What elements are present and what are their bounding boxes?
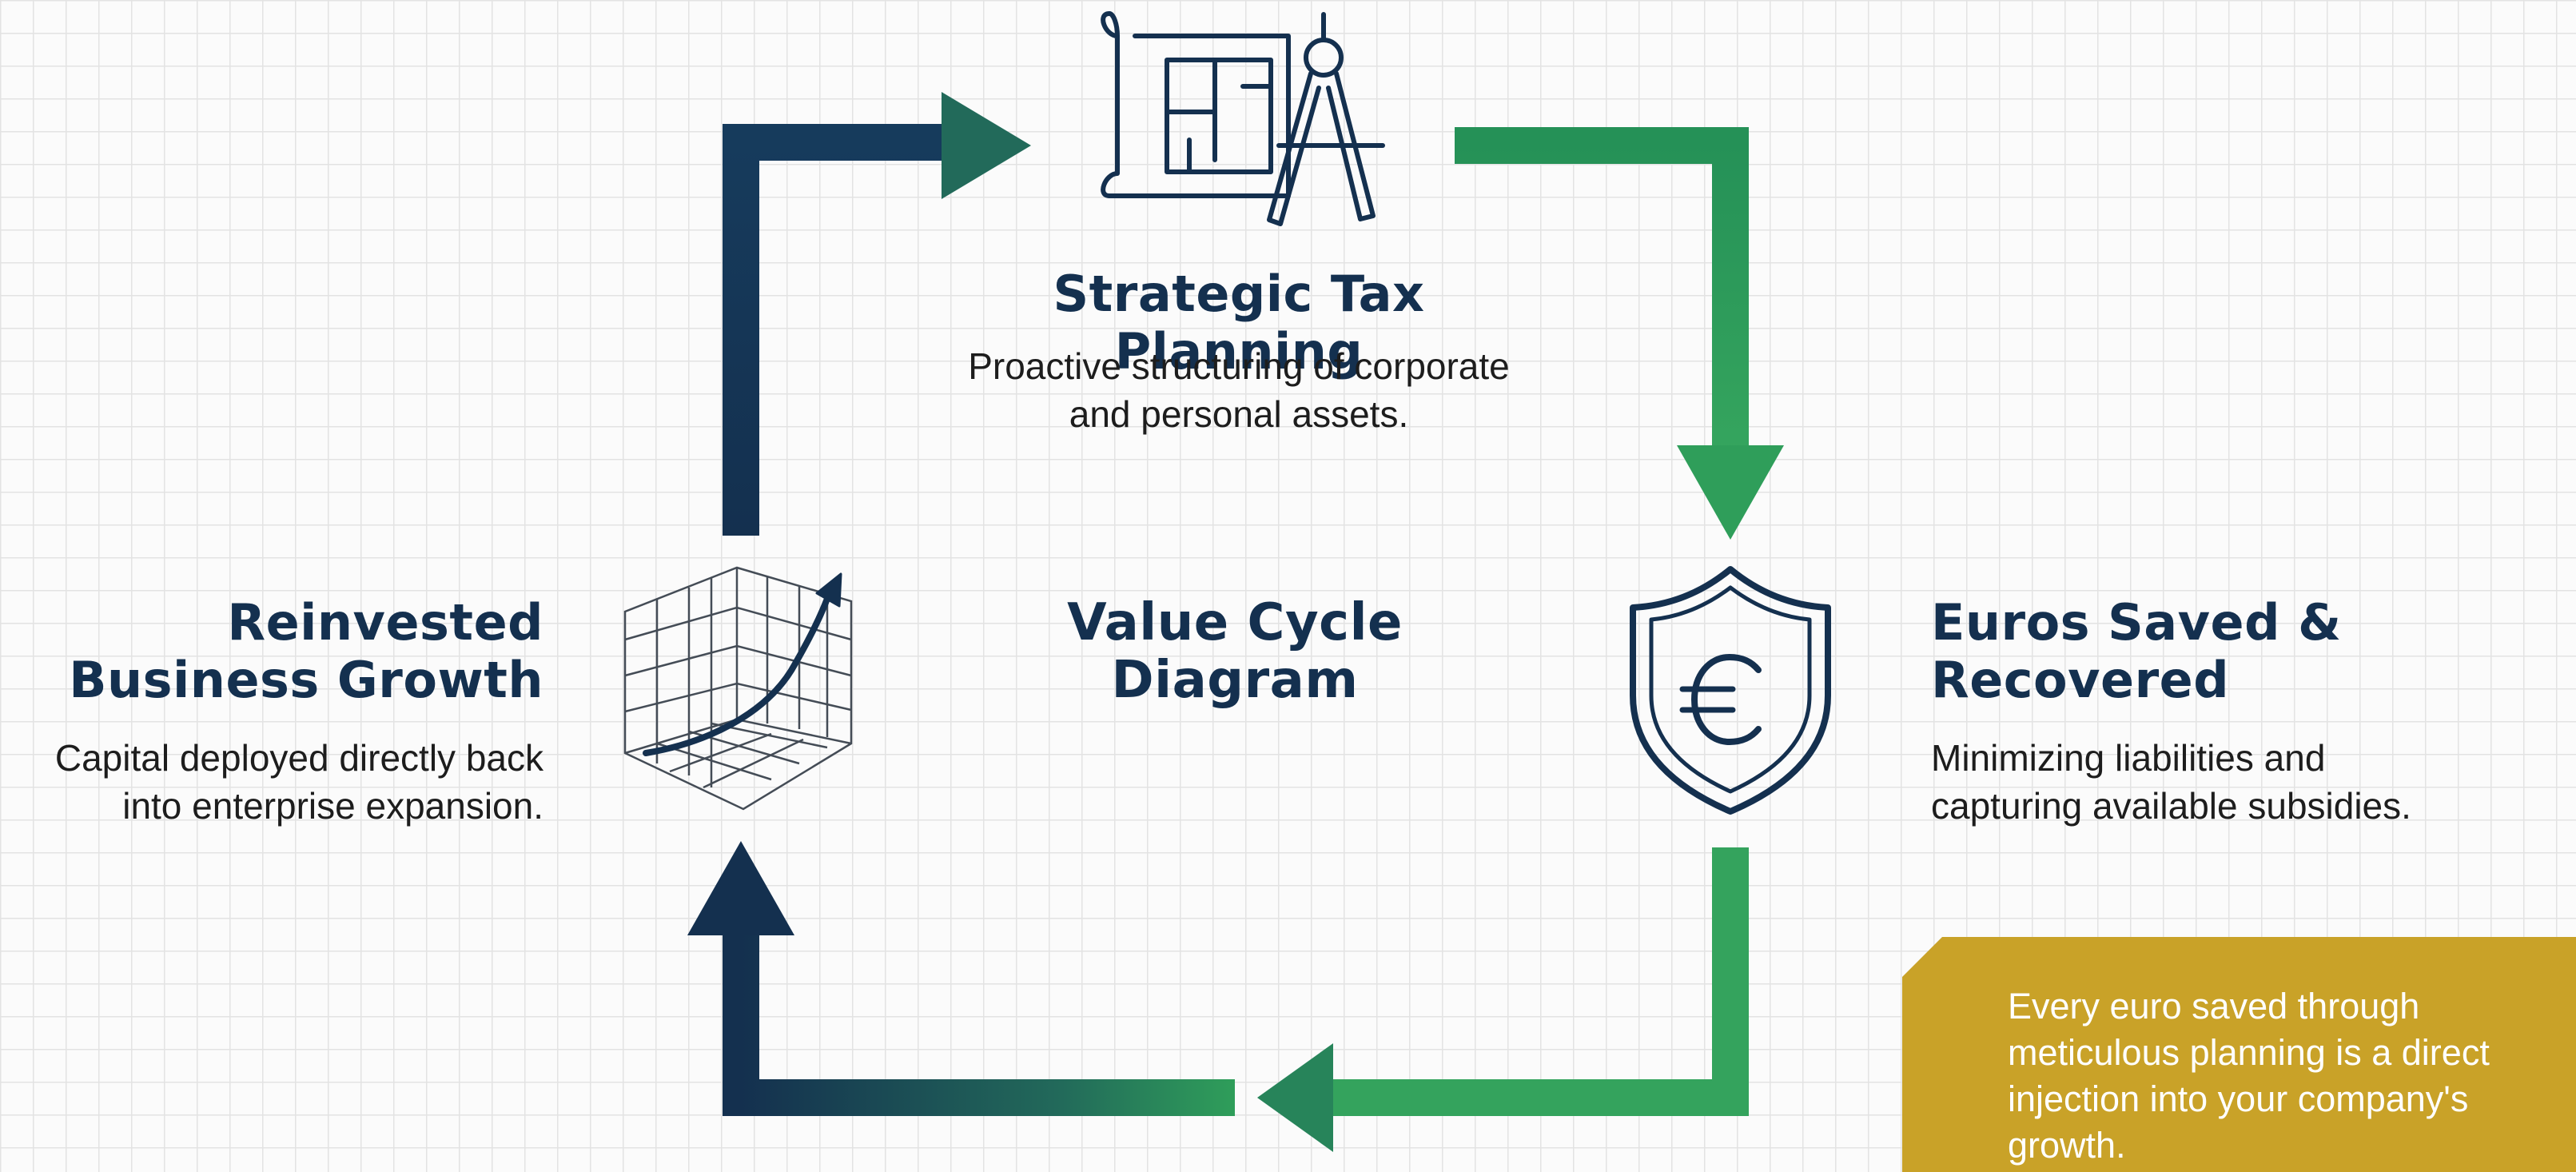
- node-title-strategic-tax-planning: Strategic Tax Planning: [1053, 265, 1425, 381]
- euro-shield-icon: [1630, 566, 1831, 815]
- node-description-reinvested-business-growth: Capital deployed directly back into ente…: [54, 737, 543, 827]
- blueprint-compass-icon: [1101, 11, 1385, 226]
- flow-arrow-planning-to-savings: [1455, 127, 1784, 540]
- node-description-euros-saved-recovered: Minimizing liabilities and capturing ava…: [1931, 737, 2411, 827]
- node-description-strategic-tax-planning: Proactive structuring of corporate and p…: [968, 345, 1510, 435]
- flow-arrow-savings-to-growth: [687, 841, 1749, 1152]
- growth-chart-cube-icon: [623, 566, 853, 811]
- callout-box: [1902, 937, 2576, 1172]
- node-title-euros-saved-recovered: Euros Saved & Recovered: [1931, 593, 2342, 709]
- node-title-reinvested-business-growth: Reinvested Business Growth: [69, 593, 543, 709]
- callout-text: Every euro saved through meticulous plan…: [2008, 986, 2490, 1166]
- diagram-title: Value Cycle Diagram: [1067, 593, 1403, 710]
- flow-arrow-growth-to-planning: [723, 92, 1031, 536]
